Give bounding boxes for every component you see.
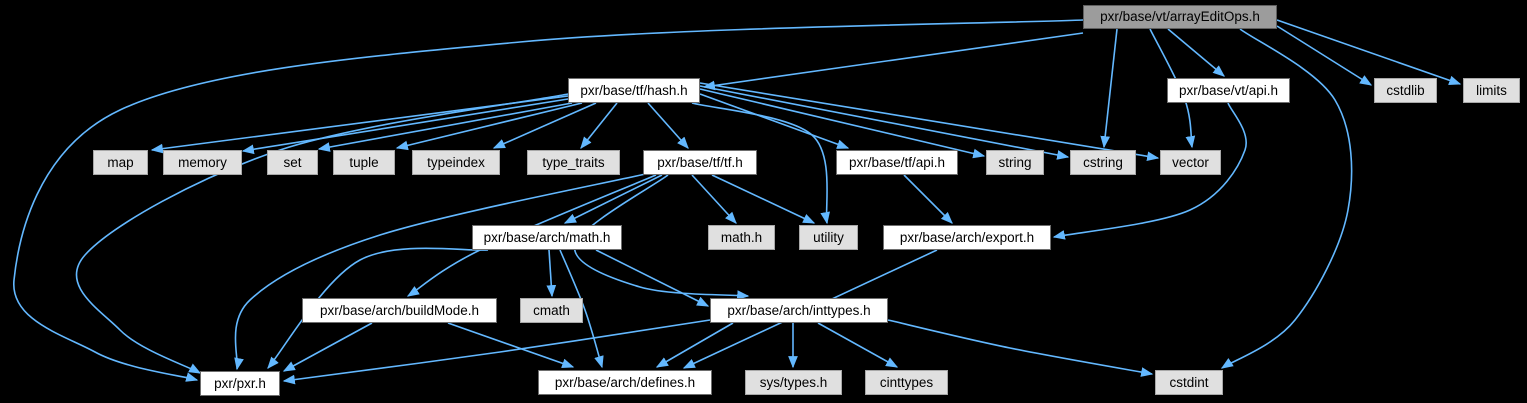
graph-node-cstdint[interactable]: cstdint: [1155, 370, 1223, 395]
graph-node-map[interactable]: map: [93, 150, 148, 175]
edge-hash-to-pxrh: [75, 93, 569, 374]
graph-node-inttypes[interactable]: pxr/base/arch/inttypes.h: [710, 298, 888, 323]
graph-node-tuple[interactable]: tuple: [333, 150, 395, 175]
graph-node-cstdlib[interactable]: cstdlib: [1374, 78, 1437, 103]
edge-arrayeditops-to-cstring: [1100, 28, 1118, 149]
edge-inttypes-to-defines: [655, 322, 734, 368]
edge-hash-to-set: [317, 102, 573, 152]
graph-node-memory[interactable]: memory: [163, 150, 242, 175]
edge-arrayeditops-to-limits: [1276, 19, 1462, 85]
edge-tf-to-archmath: [563, 174, 663, 224]
edge-hash-to-vector: [699, 82, 1160, 162]
graph-node-set[interactable]: set: [267, 150, 318, 175]
edge-archmath-to-inttypes: [595, 249, 710, 307]
graph-node-mathh[interactable]: math.h: [708, 225, 775, 250]
graph-node-systypes[interactable]: sys/types.h: [745, 370, 842, 395]
graph-node-hash[interactable]: pxr/base/tf/hash.h: [568, 78, 700, 103]
graph-node-limits[interactable]: limits: [1463, 78, 1520, 103]
graph-node-tfapi[interactable]: pxr/base/tf/api.h: [836, 150, 958, 175]
edge-inttypes-to-cinttypes: [817, 322, 899, 368]
edge-arrayeditops-to-hash: [702, 32, 1084, 91]
edges-group: [13, 19, 1462, 385]
edge-inttypes-to-pxrh: [282, 319, 711, 385]
graph-node-string[interactable]: string: [986, 150, 1044, 175]
edge-tf-to-inttypes: [574, 174, 750, 300]
edge-hash-to-memory: [241, 98, 569, 155]
edge-archmath-to-pxrh: [267, 247, 489, 369]
graph-node-buildmode[interactable]: pxr/base/arch/buildMode.h: [302, 298, 497, 323]
edge-hash-to-string: [699, 88, 986, 159]
graph-node-utility[interactable]: utility: [799, 225, 858, 250]
edge-hash-to-cstring: [699, 85, 1070, 160]
edge-arrayeditops-to-pxrh: [13, 19, 1084, 382]
graph-node-archmath[interactable]: pxr/base/arch/math.h: [472, 225, 622, 250]
edge-archmath-to-defines: [559, 249, 604, 369]
graph-node-type_traits[interactable]: type_traits: [527, 150, 620, 175]
edge-tfapi-to-export: [903, 174, 953, 224]
graph-node-typeindex[interactable]: typeindex: [412, 150, 500, 175]
graph-node-arrayeditops[interactable]: pxr/base/vt/arrayEditOps.h: [1083, 5, 1277, 29]
graph-node-tf[interactable]: pxr/base/tf/tf.h: [643, 150, 757, 175]
edge-tf-to-utility: [711, 174, 816, 224]
edge-buildmode-to-pxrh: [282, 322, 373, 372]
edge-arrayeditops-to-vtapi: [1167, 28, 1225, 77]
edge-buildmode-to-defines: [447, 322, 575, 368]
edge-hash-to-typeindex: [492, 102, 597, 149]
graph-node-pxrh[interactable]: pxr/pxr.h: [200, 371, 280, 396]
graph-node-vtapi[interactable]: pxr/base/vt/api.h: [1167, 78, 1290, 103]
edge-archmath-to-cmath: [546, 249, 557, 298]
edge-hash-to-tuple: [395, 102, 583, 151]
graph-node-defines[interactable]: pxr/base/arch/defines.h: [538, 370, 712, 395]
graph-node-cmath[interactable]: cmath: [520, 298, 583, 323]
graph-node-cinttypes[interactable]: cinttypes: [865, 370, 948, 395]
edge-tf-to-mathh: [691, 174, 737, 224]
edge-vtapi-to-export: [1052, 102, 1247, 240]
edge-hash-to-tf: [647, 102, 689, 149]
edge-hash-to-tfapi: [699, 93, 850, 149]
graph-node-cstring[interactable]: cstring: [1070, 150, 1136, 175]
graph-node-export[interactable]: pxr/base/arch/export.h: [883, 225, 1051, 250]
edge-hash-to-type_traits: [580, 102, 618, 149]
graph-node-vector[interactable]: vector: [1160, 150, 1221, 175]
edge-inttypes-to-cstdint: [887, 319, 1154, 377]
edge-tf-to-pxrh: [234, 172, 651, 371]
edge-hash-to-utility: [691, 102, 830, 225]
edge-arrayeditops-to-cstdint: [1220, 28, 1353, 369]
edge-arrayeditops-to-cstdlib: [1276, 25, 1373, 86]
